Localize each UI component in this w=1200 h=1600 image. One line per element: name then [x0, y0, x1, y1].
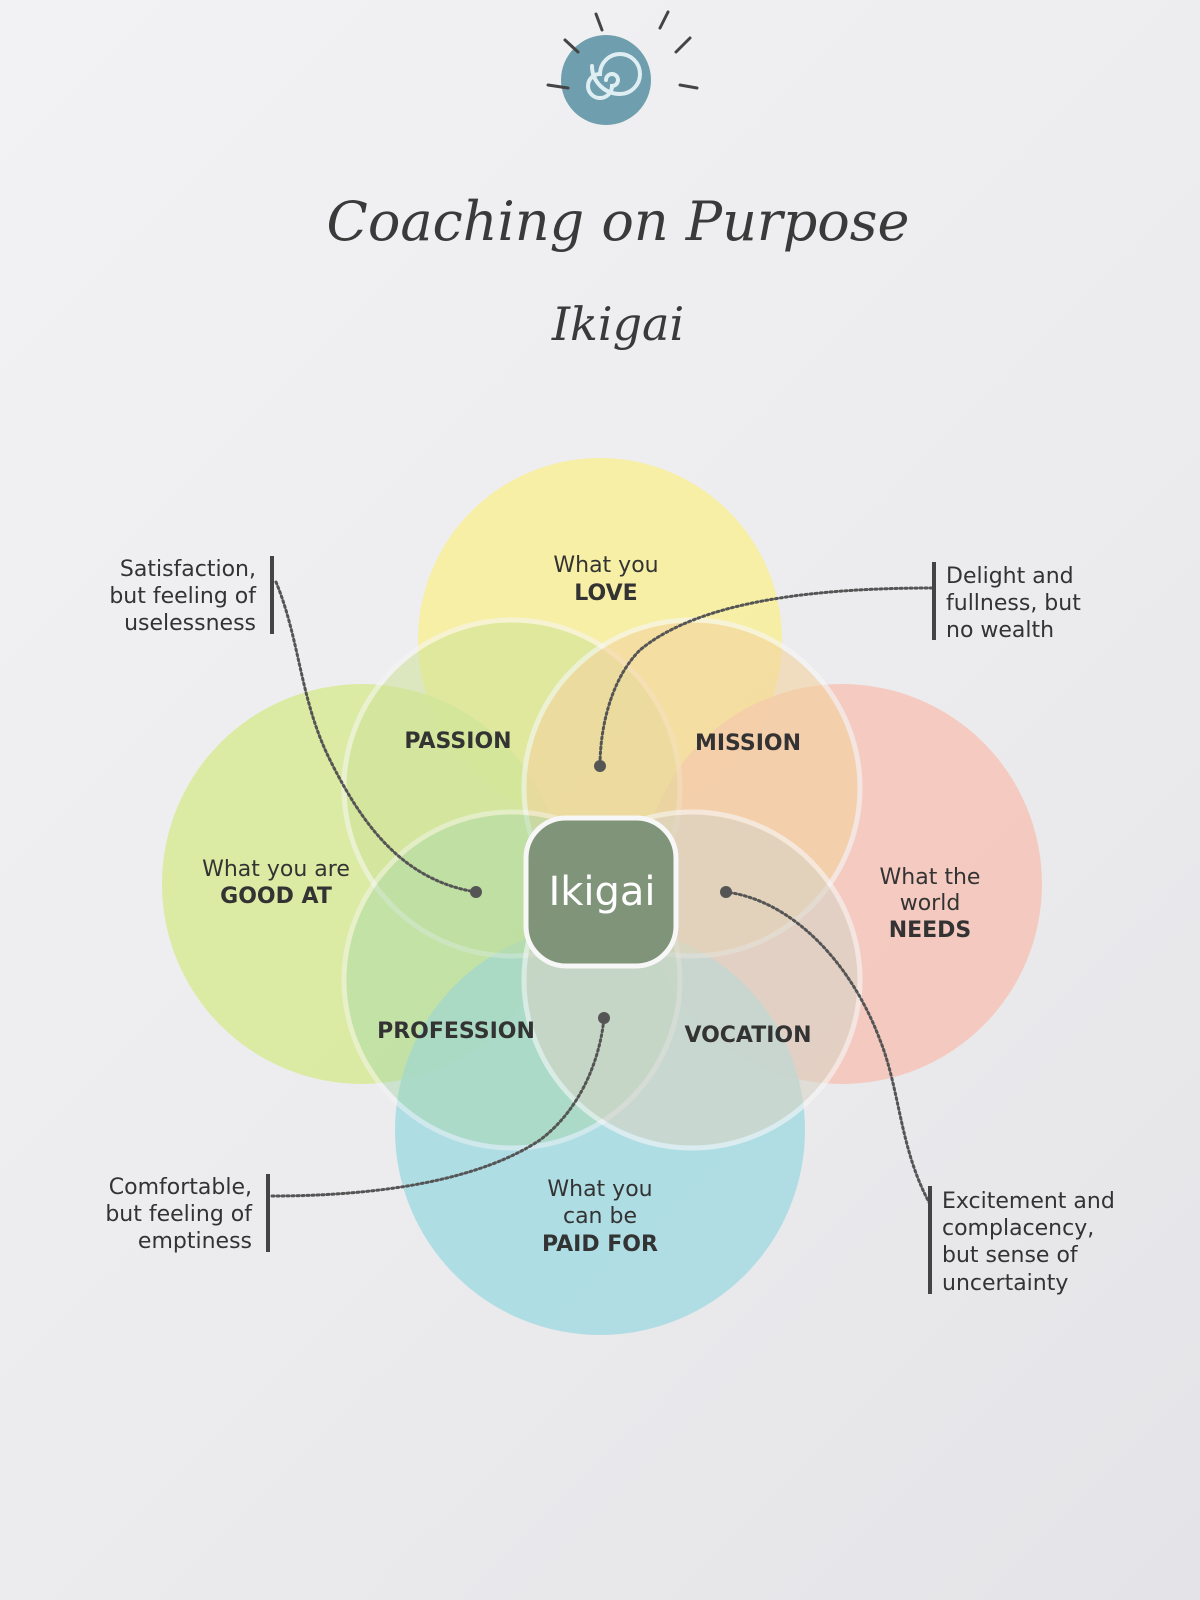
- profession-label: PROFESSION: [377, 1019, 535, 1044]
- callout-top-left-line2: but feeling of: [109, 584, 257, 609]
- good-at-label-line2: GOOD AT: [220, 884, 332, 909]
- vocation-label: VOCATION: [684, 1023, 811, 1048]
- callout-top-right-line1: Delight and: [946, 564, 1074, 589]
- callout-top-left-line3: uselessness: [124, 611, 256, 636]
- page-title: Coaching on Purpose: [327, 190, 910, 253]
- love-label-line2: LOVE: [574, 581, 637, 606]
- callout-bottom-left-line2: but feeling of: [105, 1202, 253, 1227]
- callout-brackets: [266, 556, 936, 1294]
- ikigai-center: [523, 815, 679, 969]
- paid-for-label-line3: PAID FOR: [542, 1232, 658, 1257]
- callout-bottom-left-line1: Comfortable,: [109, 1175, 252, 1200]
- callout-top-right-line3: no wealth: [946, 618, 1054, 643]
- connector-dot-bottom-left: [598, 1012, 610, 1024]
- callout-top-left-line1: Satisfaction,: [120, 557, 256, 582]
- spiral-sun-icon: [546, 10, 699, 125]
- connector-dot-top-left: [470, 886, 482, 898]
- passion-label: PASSION: [404, 729, 511, 754]
- connector-top-right: [598, 586, 934, 768]
- needs-label-line2: world: [900, 891, 961, 916]
- love-label-line1: What you: [553, 553, 658, 578]
- connector-bottom-right: [724, 890, 932, 1206]
- callout-bottom-right-line3: but sense of: [942, 1243, 1079, 1268]
- connector-dots: [470, 760, 732, 1024]
- connector-top-left: [274, 580, 478, 894]
- callout-bottom-left-line3: emptiness: [138, 1229, 252, 1254]
- ikigai-center-label: Ikigai: [548, 869, 655, 915]
- connector-dot-bottom-right: [720, 886, 732, 898]
- callout-top-right-line2: fullness, but: [946, 591, 1081, 616]
- needs-label-line3: NEEDS: [889, 918, 972, 943]
- callout-bottom-right-line4: uncertainty: [942, 1271, 1068, 1296]
- needs-label-line1: What the: [880, 865, 981, 890]
- page-subtitle: Ikigai: [551, 297, 684, 351]
- callout-bottom-right-line1: Excitement and: [942, 1189, 1115, 1214]
- callout-connectors: [270, 580, 934, 1206]
- paid-for-label-line1: What you: [547, 1177, 652, 1202]
- mission-label: MISSION: [695, 731, 801, 756]
- good-at-label-line1: What you are: [202, 857, 350, 882]
- connector-dot-top-right: [594, 760, 606, 772]
- connector-bottom-left: [270, 1016, 606, 1198]
- callout-bottom-right-line2: complacency,: [942, 1216, 1094, 1241]
- paid-for-label-line2: can be: [563, 1204, 637, 1229]
